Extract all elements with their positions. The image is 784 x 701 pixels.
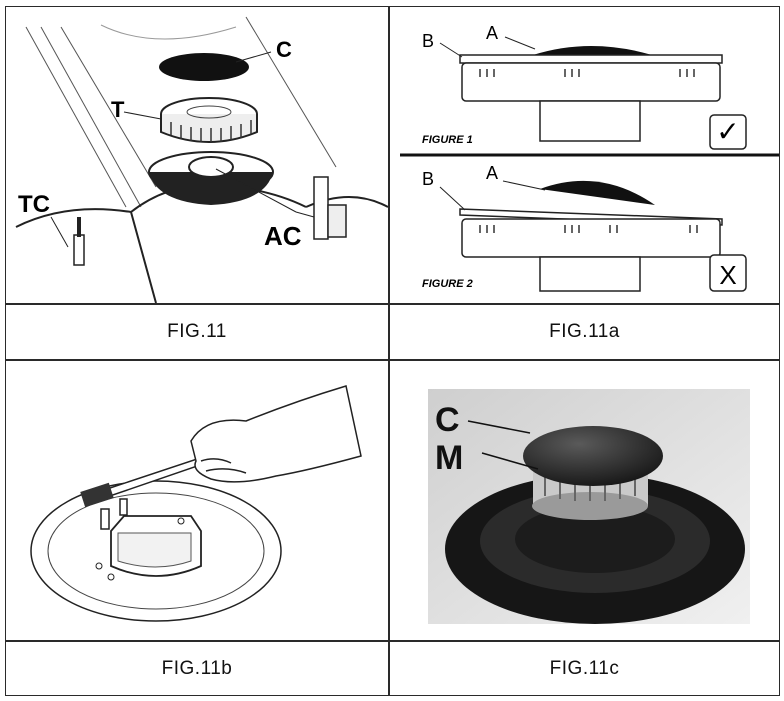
fig11a-illustration: ✓ FIGURE 1 X FIGURE 2 [390, 7, 779, 303]
figure1-correct-assembly [439, 36, 723, 142]
burner-base [148, 151, 274, 205]
label-a-figure2: A [486, 163, 498, 183]
label-ac: AC [264, 221, 302, 251]
thermocouple [50, 216, 85, 266]
caption-fig11c: FIG.11c [549, 657, 620, 679]
grid-divider-vertical [388, 7, 390, 695]
burner-base-plate [30, 480, 282, 622]
burner-cap [523, 426, 663, 486]
fig11a-cap-position-view: ✓ FIGURE 1 X FIGURE 2 [400, 23, 779, 292]
label-b-figure1: B [422, 31, 434, 51]
fig11c-burner-photo: C M [428, 389, 750, 624]
fig11b-brush-cleaning-view [30, 385, 362, 622]
label-c-photo: C [435, 401, 460, 439]
figure2-incorrect-assembly [439, 180, 723, 292]
ignition-electrode [215, 168, 347, 240]
fig11c-illustration: C M [390, 361, 779, 640]
incorrect-x-icon: X [719, 260, 736, 290]
hand [190, 385, 362, 483]
fig11-illustration: C T TC AC [6, 7, 388, 303]
caption-fig11b: FIG.11b [161, 657, 233, 679]
grid-divider-1 [6, 303, 779, 305]
label-a-figure1: A [486, 23, 498, 43]
label-b-figure2: B [422, 169, 434, 189]
label-tc: TC [18, 191, 50, 218]
flame-spreader [160, 97, 258, 143]
label-t: T [111, 97, 125, 122]
grid-divider-2 [6, 359, 779, 361]
label-m-photo: M [435, 439, 463, 477]
figure-grid: C T TC AC ✓ FIGUR [5, 6, 780, 696]
label-c: C [276, 37, 292, 62]
fig11b-illustration [6, 361, 388, 640]
grid-divider-3 [6, 640, 779, 642]
fig11-burner-exploded-view: C T TC AC [15, 16, 388, 303]
label-figure1: FIGURE 1 [422, 134, 473, 146]
label-figure2: FIGURE 2 [422, 278, 473, 290]
correct-check-icon: ✓ [716, 116, 739, 147]
correct-checkbox [709, 114, 747, 150]
burner-cap [159, 53, 249, 81]
caption-fig11: FIG.11 [167, 321, 227, 342]
incorrect-checkbox [709, 254, 747, 292]
caption-fig11a: FIG.11a [549, 321, 620, 342]
